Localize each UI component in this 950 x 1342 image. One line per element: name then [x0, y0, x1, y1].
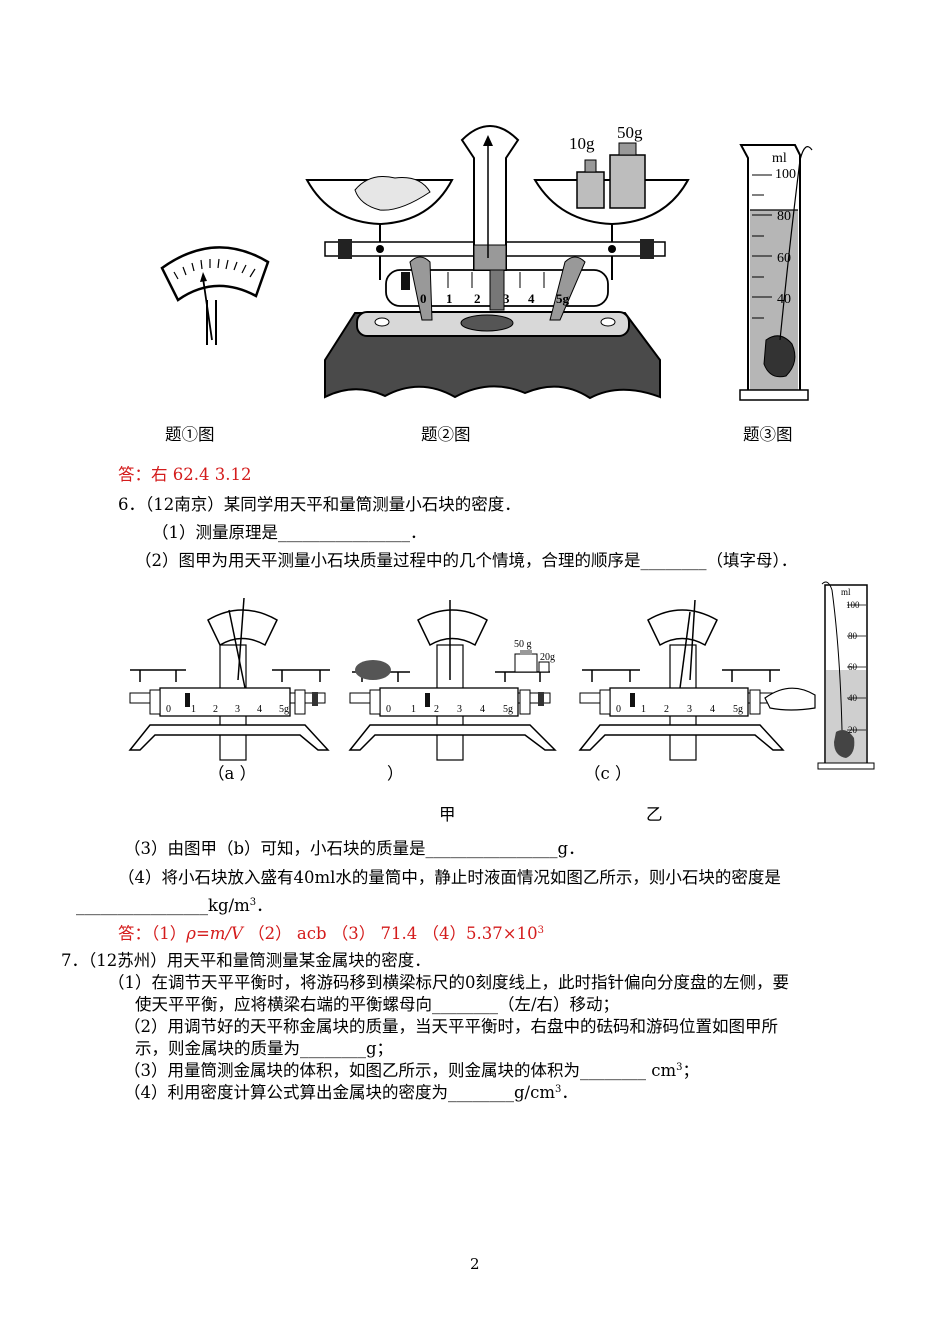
- q6c-scale-0: 0: [616, 704, 621, 715]
- q6-part1: （1）测量原理是________________．: [152, 523, 427, 542]
- q6-figures: 0 1 2 3 4 5g 0 1 2 3 4 5g 0 1 2 3 4 5g 5…: [128, 581, 875, 770]
- q6-part4-blank-text: ________________kg/m: [76, 896, 250, 915]
- q7-part1: （1）在调节天平平衡时，将游码移到横梁标尺的0刻度线上，此时指针偏向分度盘的左侧…: [108, 973, 789, 992]
- q7-title: 7．（12苏州）用天平和量筒测量某金属块的密度．: [61, 951, 431, 970]
- page-number: 2: [470, 1255, 480, 1273]
- weight-50g-label: 50g: [617, 123, 643, 142]
- beam-scale-4: 4: [528, 291, 535, 306]
- q6-part4: （4）将小石块放入盛有40ml水的量筒中，静止时液面情况如图乙所示，则小石块的密…: [118, 868, 781, 887]
- q6-label-yi: 乙: [646, 805, 663, 824]
- q6-cyl-tick-20: 20: [848, 725, 858, 735]
- q6-cyl-tick-40: 40: [848, 693, 858, 703]
- q7-part2: （2）用调节好的天平称金属块的质量，当天平平衡时，右盘中的砝码和游码位置如图甲所: [124, 1017, 778, 1036]
- q6-label-a: （a ）: [208, 764, 257, 783]
- answer-5: 答：右 62.4 3.12: [118, 465, 252, 484]
- q6-cylinder: [817, 581, 875, 770]
- caption-fig2: 题②图: [421, 425, 471, 444]
- q6a-scale-0: 0: [166, 704, 171, 715]
- beam-scale-labels: 0 1 2 3 4 5g: [420, 291, 570, 306]
- q6-balance-a: [128, 597, 330, 761]
- q7-part3: （3）用量筒测金属块的体积，如图乙所示，则金属块的体积为________ cm3…: [124, 1060, 699, 1082]
- q6b-scale-0: 0: [386, 704, 391, 715]
- caption-fig1: 题①图: [165, 425, 215, 444]
- q6-answer-formula: ρ=m/V: [186, 924, 243, 943]
- q6c-scale-4: 4: [710, 704, 715, 715]
- q6a-scale-5g: 5g: [279, 704, 289, 715]
- q6-part4-blank: ________________kg/m3．: [76, 895, 273, 917]
- beam-scale-3: 3: [503, 291, 510, 306]
- q6a-scale-4: 4: [257, 704, 262, 715]
- q6-part2: （2）图甲为用天平测量小石块质量过程中的几个情境，合理的顺序是________（…: [135, 551, 798, 570]
- q7-part4-sup: 3: [555, 1084, 562, 1095]
- q7-part4: （4）利用密度计算公式算出金属块的密度为________g/cm3．: [124, 1082, 578, 1104]
- q6-answer-prefix: 答：（1）: [118, 924, 187, 943]
- beam-scale-0: 0: [420, 291, 427, 306]
- q6b-scale-5g: 5g: [503, 704, 513, 715]
- q6-scale-labels: 0 1 2 3 4 5g 0 1 2 3 4 5g 0 1 2 3 4 5g: [166, 704, 743, 715]
- q6-cylinder-ticks: 100 80 60 40 20: [846, 600, 860, 735]
- q6-part3: （3）由图甲（b）可知，小石块的质量是________________g．: [124, 839, 585, 858]
- q6a-scale-1: 1: [191, 704, 196, 715]
- figure1-dial: [160, 246, 270, 345]
- q6-answer-sup: 3: [537, 925, 544, 936]
- cylinder-tick-80: 80: [777, 209, 791, 224]
- q6-label-jia: 甲: [439, 805, 456, 824]
- q7-part3-end: ；: [682, 1061, 700, 1080]
- q6-answer: 答：（1）ρ=m/V （2） acb （3） 71.4 （4）5.37×103: [118, 923, 544, 945]
- q6-weight-50g: 50 g: [514, 639, 532, 650]
- q6-part4-sup: 3: [249, 897, 257, 908]
- q6b-scale-3: 3: [457, 704, 462, 715]
- q6c-scale-3: 3: [687, 704, 692, 715]
- q6a-scale-3: 3: [235, 704, 240, 715]
- figure2-balance: [305, 125, 690, 400]
- caption-fig3: 题③图: [743, 425, 793, 444]
- q6c-scale-2: 2: [664, 704, 669, 715]
- q6c-scale-5g: 5g: [733, 704, 743, 715]
- cylinder-tick-60: 60: [777, 251, 791, 266]
- q6-title: 6．（12南京）某同学用天平和量筒测量小石块的密度．: [118, 495, 521, 514]
- q6a-scale-2: 2: [213, 704, 218, 715]
- beam-scale-2: 2: [474, 291, 481, 306]
- cylinder-tick-100: 100: [775, 167, 796, 182]
- cylinder-tick-labels: 100 80 60 40: [775, 167, 796, 307]
- top-figures: 10g 50g 0 1 2 3 4 5g ml 100 80 60 40: [160, 123, 813, 401]
- q6-label-b: ）: [387, 764, 404, 783]
- q7-part3-text: （3）用量筒测金属块的体积，如图乙所示，则金属块的体积为________ cm: [124, 1061, 677, 1080]
- q6-label-c: （c ）: [584, 764, 632, 783]
- q6-part4-end: ．: [256, 896, 273, 915]
- q6-weight-20g: 20g: [540, 652, 555, 663]
- q7-part4-end: ．: [561, 1083, 578, 1102]
- q6b-scale-2: 2: [434, 704, 439, 715]
- beam-scale-5g: 5g: [556, 291, 570, 306]
- q6-balance-c: [578, 599, 816, 761]
- beam-scale-1: 1: [446, 291, 453, 306]
- q6-cyl-tick-100: 100: [846, 600, 860, 610]
- q7-part2-cont: 示，则金属块的质量为________g；: [135, 1039, 394, 1058]
- q6-answer-rest: （2） acb （3） 71.4 （4）5.37×10: [242, 924, 538, 943]
- q7-part1-cont: 使天平平衡，应将横梁右端的平衡螺母向________（左/右）移动；: [135, 995, 620, 1014]
- q6-cyl-tick-60: 60: [848, 662, 858, 672]
- q6b-scale-1: 1: [411, 704, 416, 715]
- cylinder-unit: ml: [772, 151, 787, 166]
- q6-cyl-tick-80: 80: [848, 631, 858, 641]
- q6c-scale-1: 1: [641, 704, 646, 715]
- cylinder-tick-40: 40: [777, 292, 791, 307]
- q7-part3-sup: 3: [676, 1062, 683, 1073]
- q6-balance-b: [348, 600, 557, 761]
- q6-cylinder-unit: ml: [841, 587, 851, 597]
- weight-10g-label: 10g: [569, 134, 595, 153]
- q6b-scale-4: 4: [480, 704, 485, 715]
- q7-part4-text: （4）利用密度计算公式算出金属块的密度为________g/cm: [124, 1083, 556, 1102]
- figure3-cylinder: [739, 144, 813, 401]
